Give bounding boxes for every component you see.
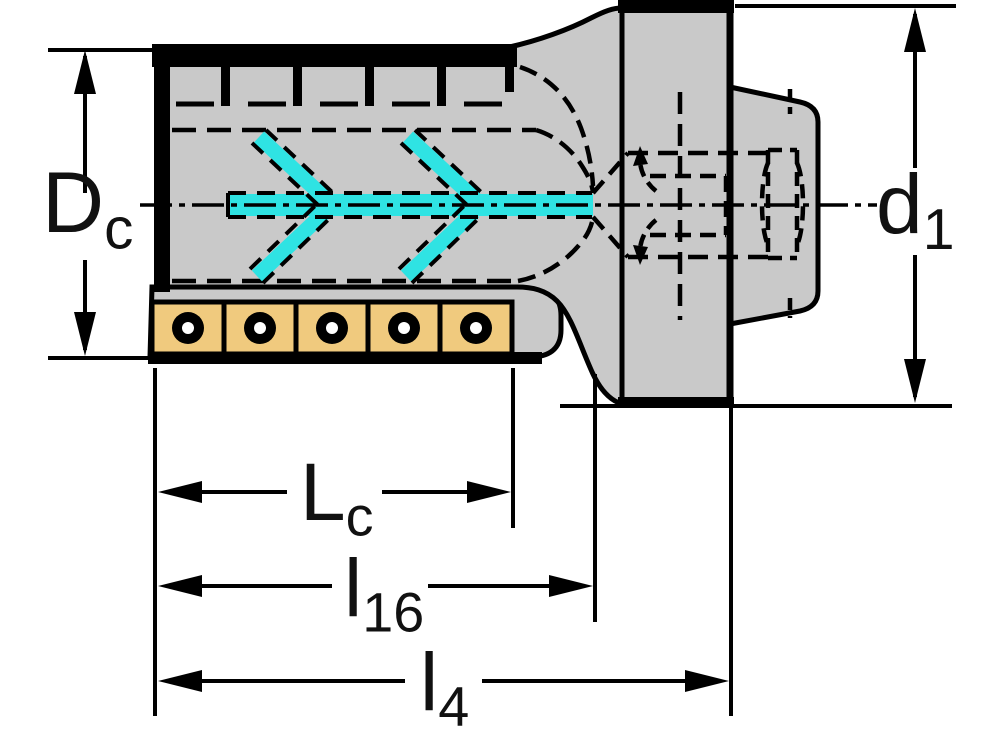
coolant-branch-up-1 [253,131,333,206]
insert [437,299,515,357]
coolant-branch-down-1 [251,206,331,282]
screw-center [182,322,194,334]
arrowhead-left-icon [158,481,202,503]
screw-center [326,322,338,334]
label-base: L [300,447,346,538]
insert-row [149,299,515,357]
body-top-edge-band [152,44,517,67]
hidden-pocket-teeth [176,66,514,107]
pocket-tab [293,66,302,106]
coolant-channel-dashed-walls [226,128,592,285]
arrowhead-left-icon [158,575,202,597]
insert [221,299,299,357]
label-gauge-length: l16 [344,548,424,641]
label-base: d [876,157,923,251]
arrowhead-right-icon [467,481,511,503]
branch-borders-down-1 [248,203,331,285]
flange-bottom-edge-band [618,397,734,407]
pocket-tab [437,66,446,106]
screw-center [470,322,482,334]
clamp-arrow-arcs [637,161,658,250]
dimension-lines [48,4,956,716]
label-subscript: 16 [362,581,425,644]
clamp-arrowheads [633,146,648,265]
label-adapter-diameter: d1 [876,162,954,259]
insert [365,299,443,357]
label-subscript: c [345,485,374,548]
coolant-funnel [591,151,630,259]
label-base: D [42,155,105,251]
pocket-tab [221,66,230,106]
arrowhead-up-icon [74,50,96,94]
label-cutting-length: Lc [300,452,373,545]
arrowhead-up-icon [904,8,926,52]
coolant-branch-down-2 [400,206,480,282]
dimension-arrowheads [74,8,926,692]
branch-borders-down-2 [397,203,480,285]
insert-body [437,299,515,357]
label-subscript: 1 [922,197,955,262]
label-base: l [344,543,363,634]
label-cutting-diameter: Dc [42,160,133,258]
arrowhead-right-icon [549,575,593,597]
label-subscript: c [104,196,134,262]
pocket-tab [365,66,374,106]
branch-borders-up-1 [250,128,334,207]
arrowhead-down-icon [904,359,926,403]
hidden-bore-bottom-curve [517,217,596,284]
arrowhead-left-icon [158,670,202,692]
socket-arcs [759,162,806,246]
heavy-edges [148,0,734,407]
insert [293,299,371,357]
insert [149,299,227,357]
flange-top-edge-band [618,0,734,13]
branch-borders-up-2 [399,128,483,207]
screw-center [254,322,266,334]
coolant-branches [251,131,482,282]
pocket-tab [505,66,514,92]
up-flow-arrowhead-icon [633,146,648,166]
screw-center [398,322,410,334]
arrowhead-down-icon [74,312,96,356]
label-base: l [420,637,439,728]
arrowhead-right-icon [685,670,729,692]
coolant-branch-up-2 [402,131,482,206]
hidden-shoulder-curve [519,64,596,187]
label-overall-length: l4 [420,642,469,735]
cutting-face-edge-band [154,44,170,292]
down-flow-arrowhead-icon [633,245,648,265]
label-subscript: 4 [438,675,470,738]
coolant-tube-walls [628,150,768,260]
